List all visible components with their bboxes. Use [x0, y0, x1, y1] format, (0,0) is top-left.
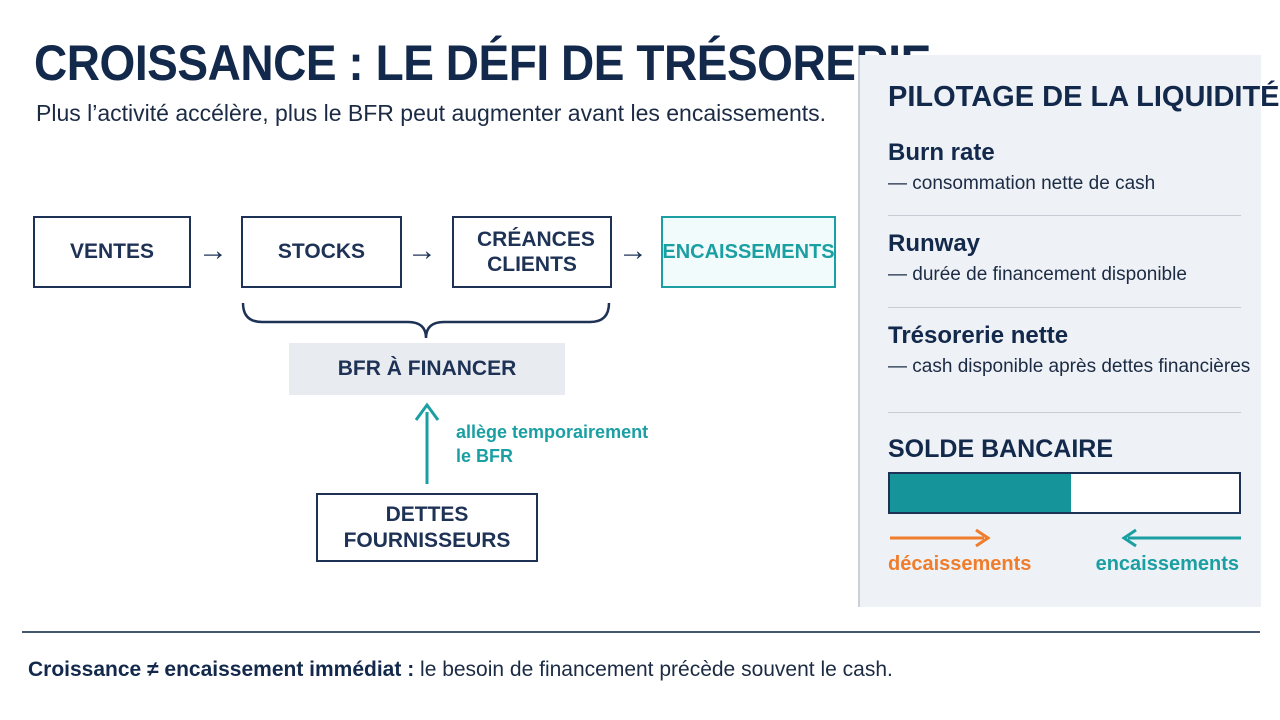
liquidity-panel: PILOTAGE DE LA LIQUIDITÉ Burn rate — con…	[858, 55, 1280, 607]
footer-note: Croissance ≠ encaissement immédiat : le …	[28, 658, 893, 682]
page-subtitle: Plus l’activité accélère, plus le BFR pe…	[36, 100, 827, 126]
flow-step-stocks: STOCKS	[241, 216, 402, 288]
arrow-right-icon: →	[618, 234, 648, 267]
tresorerie-nette-title: Trésorerie nette	[888, 322, 1069, 349]
runway-desc: — durée de financement disponible	[888, 264, 1187, 285]
footer-divider	[22, 631, 1260, 633]
burn-rate-title: Burn rate	[888, 139, 995, 166]
arrow-up-icon	[414, 402, 440, 421]
panel-title: PILOTAGE DE LA LIQUIDITÉ	[888, 81, 1280, 113]
solde-bancaire-bar	[888, 472, 1241, 514]
dettes-fournisseurs-box: DETTES FOURNISSEURS	[316, 493, 538, 562]
divider	[888, 215, 1241, 216]
footer-note-bold: Croissance ≠ encaissement immédiat :	[28, 658, 415, 681]
arrow-right-icon: →	[198, 234, 228, 267]
divider	[888, 307, 1241, 308]
footer-note-rest: le besoin de financement précède souvent…	[414, 658, 893, 681]
arrow-right-icon: →	[407, 234, 437, 267]
relief-note-text: allège temporairement le BFR	[456, 422, 649, 467]
flow-step-ventes: VENTES	[33, 216, 191, 288]
bfr-a-financer-label: BFR À FINANCER	[289, 343, 565, 395]
burn-rate-desc: — consommation nette de cash	[888, 173, 1156, 194]
solde-bancaire-fill	[890, 474, 1072, 512]
divider	[888, 412, 1241, 413]
page-title: CROISSANCE : LE DÉFI DE TRÉSORERIE	[34, 35, 931, 91]
flow-step-encaissements: ENCAISSEMENTS	[661, 216, 836, 288]
solde-bancaire-title: SOLDE BANCAIRE	[888, 435, 1114, 463]
arrow-right-orange-icon	[975, 528, 991, 548]
decaissements-label: décaissements	[888, 553, 1032, 575]
arrow-left-teal-icon	[1121, 528, 1137, 548]
runway-title: Runway	[888, 230, 981, 257]
curly-brace-icon	[241, 302, 611, 339]
flow-step-creances-clients-label: CRÉANCES CLIENTS	[477, 227, 595, 276]
relief-note: allège temporairement le BFR	[456, 420, 656, 469]
dettes-fournisseurs-label: DETTES FOURNISSEURS	[343, 503, 511, 552]
tresorerie-nette-desc: — cash disponible après dettes financièr…	[888, 356, 1251, 377]
encaissements-label: encaissements	[1095, 553, 1239, 575]
flow-step-creances-clients: CRÉANCES CLIENTS	[452, 216, 612, 288]
